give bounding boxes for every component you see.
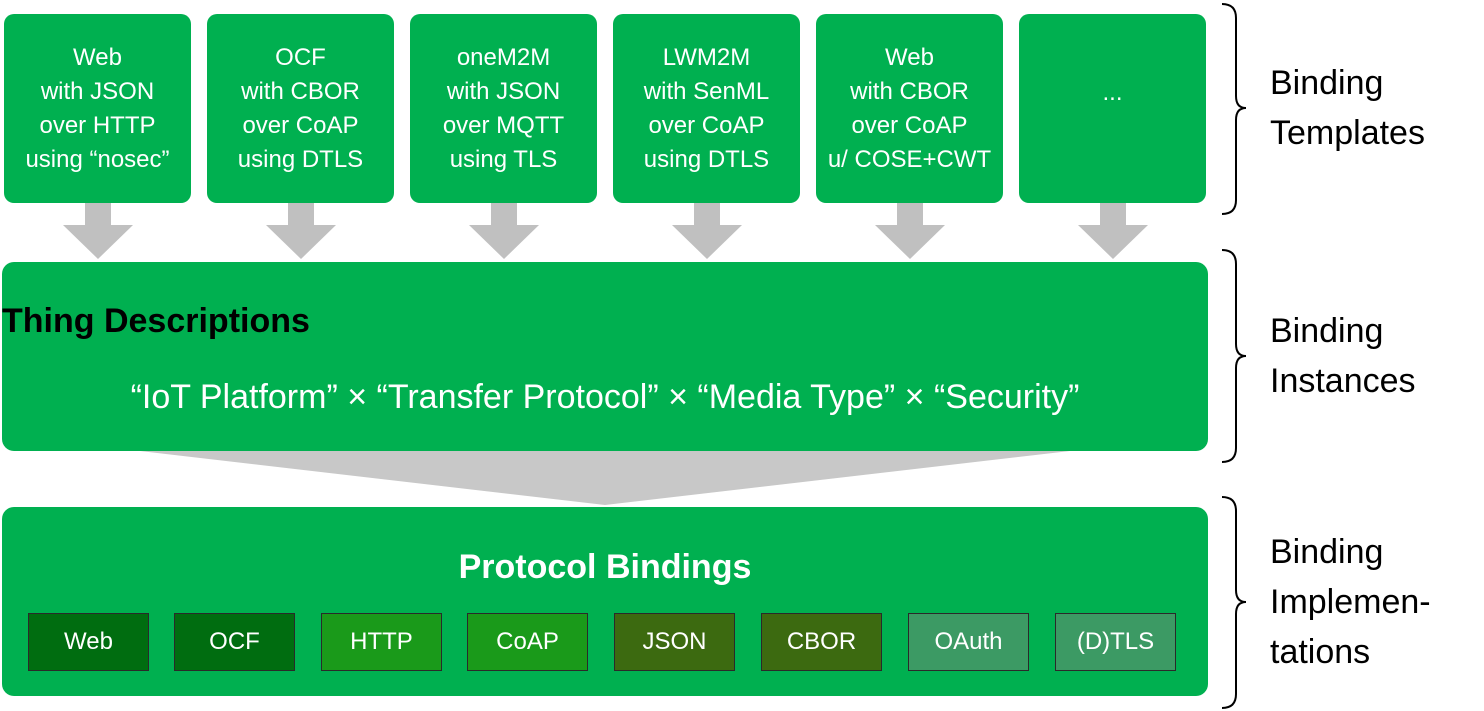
down-arrow-icon [469, 203, 539, 259]
template-line: with JSON [446, 77, 561, 105]
template-line: over CoAP [648, 111, 765, 139]
template-line: LWM2M [662, 43, 751, 71]
binding-template-web-cbor-coap: Web with CBOR over CoAP u/ COSE+CWT [816, 14, 1003, 203]
template-line: over HTTP [39, 111, 156, 139]
chip-oauth: OAuth [908, 613, 1029, 671]
thing-descriptions-title: Thing Descriptions [2, 302, 310, 340]
template-line: using “nosec” [25, 145, 170, 173]
template-line: over CoAP [851, 111, 968, 139]
thing-descriptions-formula: “IoT Platform” × “Transfer Protocol” × “… [130, 378, 1080, 416]
chip-cbor: CBOR [761, 613, 882, 671]
label-line: tations [1270, 633, 1371, 671]
label-line: Instances [1270, 362, 1416, 400]
chip-web: Web [28, 613, 149, 671]
template-lines: LWM2M with SenML over CoAP using DTLS [644, 41, 769, 177]
binding-template-web-json-http: Web with JSON over HTTP using “nosec” [4, 14, 191, 203]
template-line: using TLS [449, 145, 558, 173]
label-binding-implementations: Binding Implemen- tations [1270, 527, 1431, 677]
binding-template-onem2m-json-mqtt: oneM2M with JSON over MQTT using TLS [410, 14, 597, 203]
binding-template-lwm2m-senml-coap: LWM2M with SenML over CoAP using DTLS [613, 14, 800, 203]
template-lines: oneM2M with JSON over MQTT using TLS [443, 41, 564, 177]
down-arrow-icon [672, 203, 742, 259]
funnel-shape [140, 451, 1070, 505]
chip-coap: CoAP [467, 613, 588, 671]
protocol-bindings-title: Protocol Bindings [458, 548, 752, 586]
brace-icons [1222, 3, 1247, 709]
template-lines: ... [1102, 76, 1122, 110]
label-line: Templates [1270, 114, 1425, 152]
binding-template-ocf-cbor-coap: OCF with CBOR over CoAP using DTLS [207, 14, 394, 203]
template-line: using DTLS [643, 145, 770, 173]
label-line: Binding [1270, 533, 1384, 571]
binding-template-more: ... [1019, 14, 1206, 203]
template-line: with JSON [40, 77, 155, 105]
template-line: with SenML [643, 77, 770, 105]
label-binding-templates: Binding Templates [1270, 58, 1425, 158]
template-line: u/ COSE+CWT [827, 145, 992, 173]
template-line: OCF [275, 43, 326, 71]
template-lines: OCF with CBOR over CoAP using DTLS [238, 41, 363, 177]
down-arrow-icon [875, 203, 945, 259]
template-line: Web [885, 43, 934, 71]
template-line: ... [1102, 78, 1123, 106]
down-arrow-icon [266, 203, 336, 259]
template-lines: Web with JSON over HTTP using “nosec” [25, 41, 169, 177]
template-line: using DTLS [237, 145, 364, 173]
label-line: Binding [1270, 312, 1384, 350]
chip-http: HTTP [321, 613, 442, 671]
brace-implementations-icon [1222, 496, 1247, 709]
brace-templates-icon [1222, 3, 1247, 215]
down-arrow-icon [1078, 203, 1148, 259]
template-line: Web [73, 43, 122, 71]
template-lines: Web with CBOR over CoAP u/ COSE+CWT [828, 41, 991, 177]
template-line: oneM2M [456, 43, 551, 71]
thing-descriptions-band [2, 262, 1208, 451]
template-line: over MQTT [442, 111, 565, 139]
chip-ocf: OCF [174, 613, 295, 671]
chip-dtls: (D)TLS [1055, 613, 1176, 671]
template-line: with CBOR [241, 77, 360, 105]
down-arrow-icon [63, 203, 133, 259]
chip-json: JSON [614, 613, 735, 671]
template-line: with CBOR [850, 77, 969, 105]
template-line: over CoAP [242, 111, 359, 139]
label-line: Binding [1270, 64, 1384, 102]
brace-instances-icon [1222, 249, 1247, 463]
label-line: Implemen- [1270, 583, 1431, 621]
label-binding-instances: Binding Instances [1270, 306, 1416, 406]
